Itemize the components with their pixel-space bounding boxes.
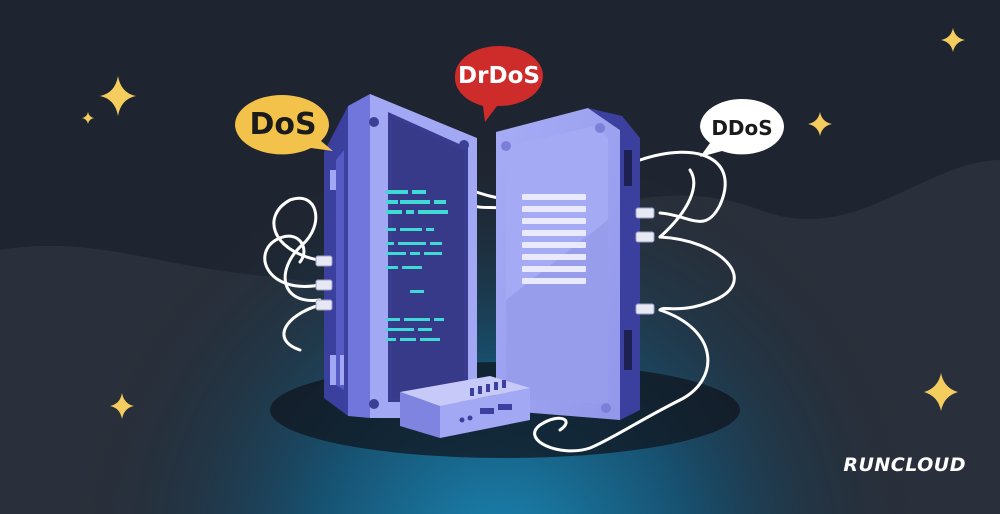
drdos-label: DrDoS xyxy=(458,63,540,89)
star-icon xyxy=(110,393,134,419)
bubble-drdos xyxy=(454,46,543,122)
bubble-ddos xyxy=(700,99,784,157)
sparkles xyxy=(82,28,965,419)
star-icon xyxy=(941,28,965,52)
left-server xyxy=(315,94,477,418)
star-icon xyxy=(82,112,94,124)
ddos-label: DDoS xyxy=(711,116,773,140)
right-server xyxy=(496,108,655,420)
star-icon xyxy=(100,76,136,116)
bubble-dos xyxy=(235,95,333,155)
star-icon xyxy=(808,112,832,136)
dos-label: DoS xyxy=(249,107,317,142)
small-device xyxy=(400,376,530,438)
brand-logo: RUNCLOUD xyxy=(843,454,966,476)
star-icon xyxy=(924,373,958,411)
